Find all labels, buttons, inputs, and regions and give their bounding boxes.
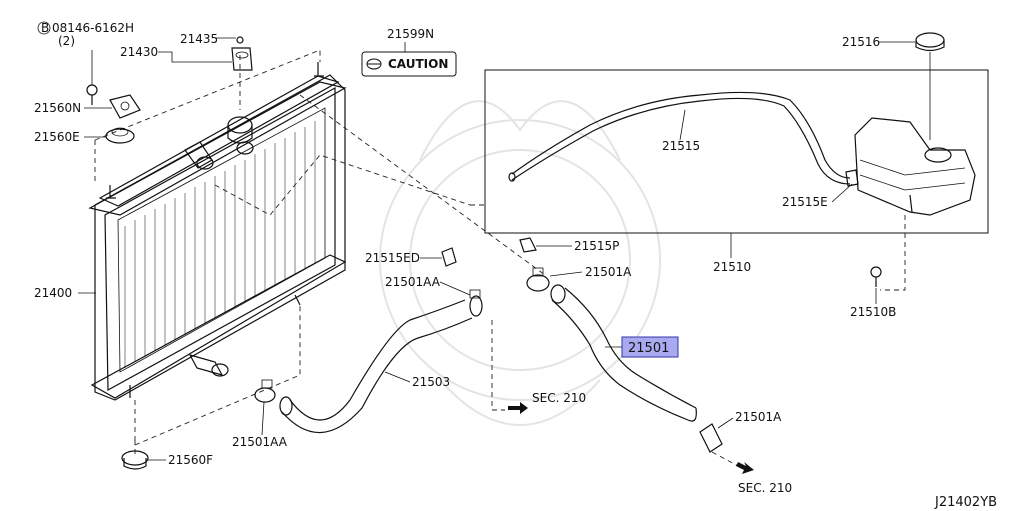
clamp-21501A-bottom	[699, 423, 723, 453]
lower-hose-21503	[279, 299, 473, 434]
sec-210-arrow-right	[736, 462, 754, 474]
caution-plate: CAUTION	[361, 51, 457, 77]
label-21510B: 21510B	[850, 305, 896, 319]
clip-21435	[236, 36, 244, 44]
bracket-21430	[231, 47, 253, 71]
caution-text: CAUTION	[388, 57, 448, 71]
label-21599N: 21599N	[387, 27, 434, 41]
label-21501A-top: 21501A	[585, 265, 632, 279]
label-21501AA-bottom: 21501AA	[232, 435, 288, 449]
clamp-21501AA-top	[469, 289, 483, 317]
label-21430: 21430	[120, 45, 158, 59]
radiator-core	[88, 62, 347, 401]
bolt-part-number: 08146-6162H	[52, 21, 134, 35]
upper-hose-21501	[550, 284, 697, 422]
label-21560E: 21560E	[34, 130, 80, 144]
bolt-21510B	[870, 266, 882, 287]
overflow-hose-21515	[508, 91, 851, 185]
bolt-callout: B 08146-6162H (2)	[37, 21, 134, 85]
reservoir-group-box	[484, 69, 989, 234]
label-21503: 21503	[412, 375, 450, 389]
clip-21515ED	[441, 247, 457, 267]
label-21560F: 21560F	[168, 453, 213, 467]
grommet-21560N	[109, 94, 141, 119]
sec-210-arrow-left	[508, 402, 528, 414]
label-21515: 21515	[662, 139, 700, 153]
clamp-21501A-top	[526, 267, 550, 292]
sec-210-right: SEC. 210	[738, 481, 792, 495]
label-21515P: 21515P	[574, 239, 619, 253]
svg-text:B: B	[41, 21, 49, 35]
part-21501-highlight: 21501	[621, 336, 679, 358]
label-21510: 21510	[713, 260, 751, 274]
bolt-part	[86, 84, 98, 105]
label-21515E: 21515E	[782, 195, 828, 209]
label-21400: 21400	[34, 286, 72, 300]
label-21516: 21516	[842, 35, 880, 49]
grommet-21560E	[105, 127, 135, 144]
clamp-21501AA-bottom	[254, 379, 276, 403]
clip-21515P	[519, 237, 537, 253]
label-21560N: 21560N	[34, 101, 81, 115]
clamp-21515E	[845, 169, 859, 187]
label-21501AA-top: 21501AA	[385, 275, 441, 289]
grommet-21560F	[121, 450, 149, 470]
drawing-id: J21402YB	[934, 495, 997, 510]
label-21435: 21435	[180, 32, 218, 46]
sec-210-left: SEC. 210	[532, 391, 586, 405]
bolt-quantity: (2)	[58, 34, 75, 48]
label-21515ED: 21515ED	[365, 251, 420, 265]
label-21501A-bottom: 21501A	[735, 410, 782, 424]
watermark-emblem	[379, 100, 661, 426]
label-21501: 21501	[628, 341, 669, 356]
reservoir-cap-21516	[915, 32, 945, 52]
reservoir-tank	[854, 117, 976, 216]
